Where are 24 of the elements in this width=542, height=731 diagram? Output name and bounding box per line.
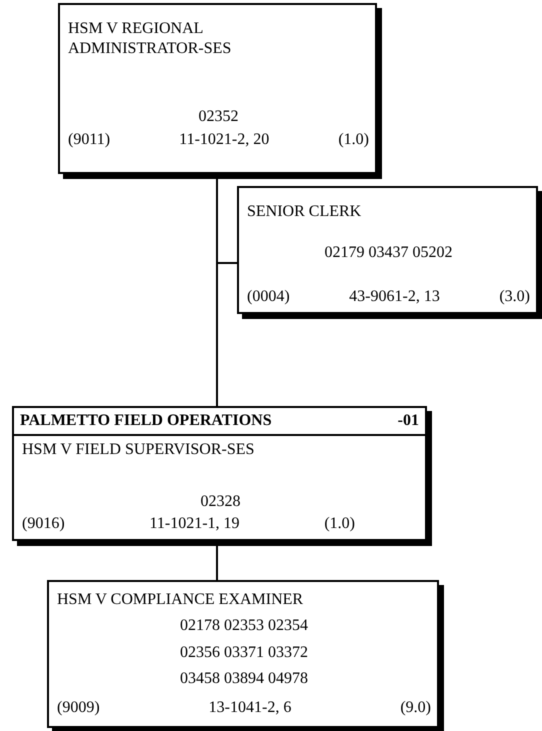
position-text: 02178 02353 02354 xyxy=(180,616,308,636)
unit-heading: -01 xyxy=(398,411,419,431)
position-text: SENIOR CLERK xyxy=(247,202,362,222)
unit-heading: PALMETTO FIELD OPERATIONS xyxy=(20,411,272,431)
position-text: 11-1021-2, 20 xyxy=(179,130,270,150)
position-text: 02328 xyxy=(200,492,240,512)
position-text: 02352 xyxy=(198,107,238,127)
position-text: (9016) xyxy=(22,514,65,534)
position-text: (3.0) xyxy=(499,287,530,307)
position-text: (9.0) xyxy=(400,698,431,718)
position-text: 02179 03437 05202 xyxy=(324,243,452,263)
position-text: (0004) xyxy=(247,287,290,307)
position-text: 02356 03371 03372 xyxy=(180,643,308,663)
position-text: 43-9061-2, 13 xyxy=(349,287,440,307)
position-text: 11-1021-1, 19 xyxy=(149,514,240,534)
position-text: (1.0) xyxy=(324,514,355,534)
position-text: HSM V REGIONAL ADMINISTRATOR-SES xyxy=(68,19,232,59)
position-text: HSM V COMPLIANCE EXAMINER xyxy=(57,590,304,610)
position-text: 13-1041-2, 6 xyxy=(208,698,292,718)
position-text: (9009) xyxy=(57,698,100,718)
position-text: 03458 03894 04978 xyxy=(180,669,308,689)
position-text: (9011) xyxy=(68,130,110,150)
position-text: HSM V FIELD SUPERVISOR-SES xyxy=(22,440,254,460)
position-text: (1.0) xyxy=(338,130,369,150)
